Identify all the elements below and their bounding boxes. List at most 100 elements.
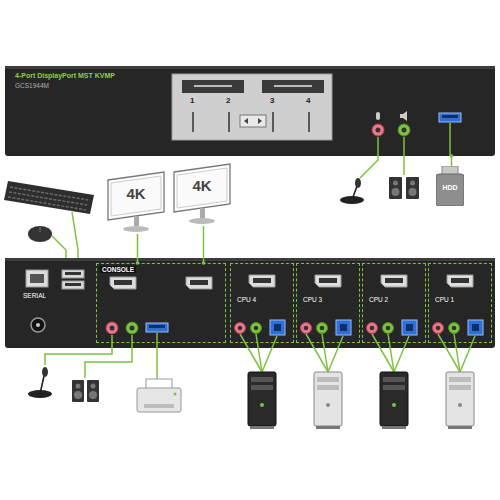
port-opening — [30, 274, 44, 283]
drive-bay — [383, 377, 405, 382]
jack-hole — [370, 326, 375, 331]
leader-line — [45, 335, 112, 365]
jack-hole — [402, 128, 407, 133]
serial-port — [26, 270, 48, 287]
leader-line — [438, 334, 460, 372]
displayport — [315, 275, 341, 287]
tower-foot — [448, 426, 472, 429]
button-tick — [308, 112, 310, 132]
drive-bay — [449, 377, 471, 382]
tower-foot — [382, 426, 406, 429]
usb-b-port — [336, 320, 351, 335]
drive-bay — [251, 385, 273, 390]
monitor: 4K — [172, 162, 235, 226]
label-anchor: 4 — [306, 96, 310, 105]
printer-body — [137, 388, 181, 412]
power-button — [392, 403, 396, 407]
leader-line — [306, 334, 328, 372]
group-label: CPU 3 — [303, 296, 322, 303]
computer-tower — [380, 372, 408, 426]
cable-line — [137, 234, 139, 263]
power-pin — [36, 323, 40, 327]
leader-line — [449, 123, 451, 156]
port-label: SERIAL — [23, 292, 46, 299]
port-opening — [451, 278, 469, 283]
speaker-jack — [126, 322, 138, 334]
cpu-jacks — [235, 320, 484, 429]
button-tick — [192, 112, 194, 132]
button-tick — [272, 112, 274, 132]
housing — [5, 66, 495, 156]
speaker-icon — [400, 111, 407, 121]
leader-line — [394, 336, 409, 372]
leader-line — [85, 335, 132, 378]
speaker-jack — [449, 323, 460, 334]
speakers — [72, 380, 99, 402]
cpu-port-group: CPU 3 — [296, 263, 360, 343]
speaker-jack — [383, 323, 394, 334]
speaker-cone — [392, 188, 400, 196]
cable-line — [203, 226, 205, 263]
mic-stem — [352, 186, 357, 200]
usb-slot — [65, 272, 81, 275]
tower-foot — [250, 426, 274, 429]
power-button — [458, 403, 462, 407]
mic-head — [42, 367, 48, 377]
speaker-jack — [251, 323, 262, 334]
displayport — [381, 275, 407, 287]
callout-number: 1 — [190, 96, 194, 105]
printer-led — [174, 393, 177, 396]
usb-slot — [442, 115, 458, 118]
computer-tower — [248, 372, 276, 426]
indicator-line — [274, 85, 312, 87]
monitor-base — [189, 218, 215, 224]
monitor-stand — [200, 208, 205, 218]
label-anchor: 3 — [270, 96, 274, 105]
key-row — [8, 197, 86, 210]
speakers — [389, 177, 419, 199]
drive-label: HDD — [436, 184, 464, 192]
mouse-body — [28, 226, 52, 242]
leader-line — [454, 334, 460, 372]
leader-line — [328, 336, 343, 372]
usb-b-port — [468, 320, 483, 335]
port-opening — [385, 278, 403, 283]
microphone — [340, 178, 364, 204]
monitor: 4K — [106, 170, 169, 234]
usb-slot — [65, 283, 81, 286]
usb-port — [146, 323, 168, 332]
port-opening — [114, 280, 132, 285]
leader-line — [322, 334, 328, 372]
indicator-bar — [182, 80, 244, 93]
jack-hole — [238, 326, 243, 331]
drive-bay — [251, 377, 273, 382]
speaker-jack — [398, 124, 410, 136]
callout-number: 3 — [270, 96, 274, 105]
mouse — [28, 226, 52, 242]
speaker-cone — [410, 181, 415, 186]
group-label: CONSOLE — [100, 266, 136, 273]
speaker-cone — [89, 391, 97, 399]
leader-line — [240, 334, 262, 372]
cable-end — [450, 154, 454, 158]
group-label: CPU 4 — [237, 296, 256, 303]
monitor-base — [123, 226, 149, 232]
jack-hole — [452, 326, 457, 331]
leader-line — [388, 334, 394, 372]
displayport — [186, 277, 212, 289]
drive-bay — [449, 385, 471, 390]
port-opening — [190, 280, 208, 285]
callout-number: 2 — [226, 96, 230, 105]
group-label: CPU 2 — [369, 296, 388, 303]
leader-line — [156, 333, 158, 379]
button-tick — [228, 112, 230, 132]
displayport — [447, 275, 473, 287]
mouse-wheel — [40, 227, 41, 232]
port-opening — [274, 324, 281, 331]
leader-line — [262, 336, 277, 372]
usb-slot — [149, 325, 165, 328]
select-button — [240, 115, 266, 127]
callout-number: 4 — [306, 96, 310, 105]
